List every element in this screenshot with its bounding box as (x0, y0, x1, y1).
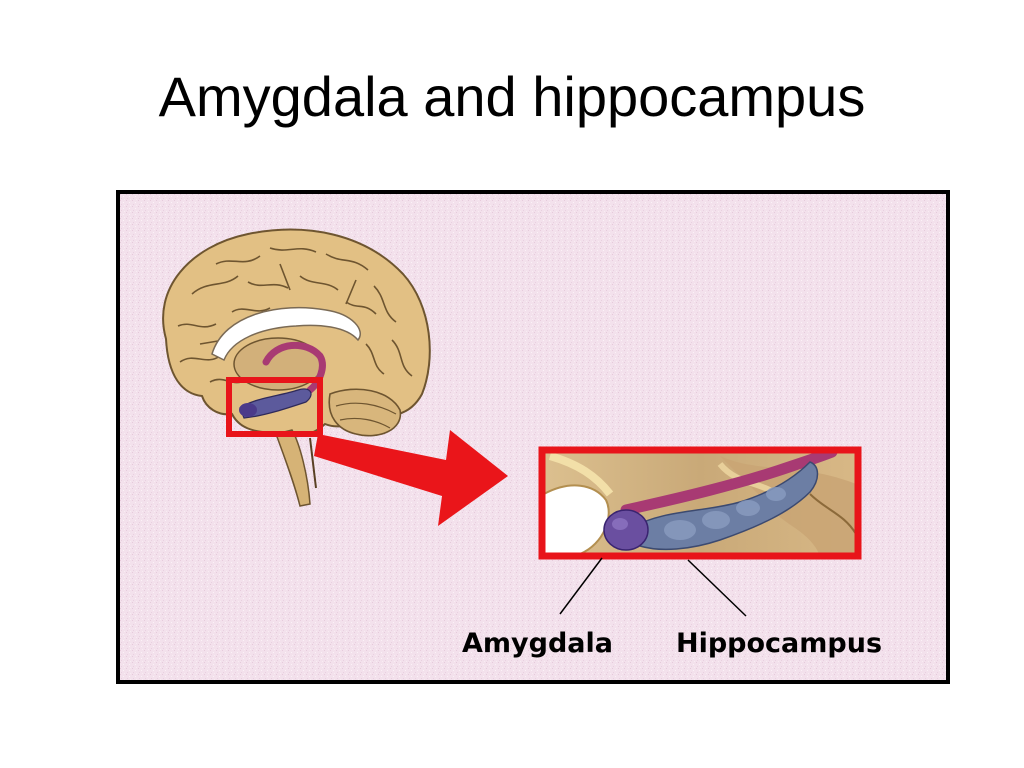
amygdala-small (239, 403, 257, 417)
zoom-inset (538, 446, 862, 560)
brain-illustration: Amygdala Hippocampus (120, 194, 946, 680)
inset-fornix (620, 446, 838, 516)
zoom-arrow (314, 430, 508, 526)
corpus-callosum (211, 307, 361, 362)
inset-ventricle (543, 484, 610, 555)
slide-title: Amygdala and hippocampus (158, 65, 866, 128)
amygdala-label: Amygdala (462, 628, 613, 659)
brainstem (275, 429, 311, 507)
hippocampus-small (239, 388, 312, 419)
highlight-box-large (538, 446, 862, 560)
brain-sagittal-section (162, 228, 431, 507)
highlight-box-small (226, 377, 323, 437)
hippocampus-leader-line (687, 559, 747, 617)
hippocampus-label: Hippocampus (676, 628, 882, 659)
inset-amygdala (603, 509, 649, 551)
amygdala-leader-line (559, 557, 603, 615)
brain-figure: Amygdala Hippocampus (116, 190, 950, 684)
